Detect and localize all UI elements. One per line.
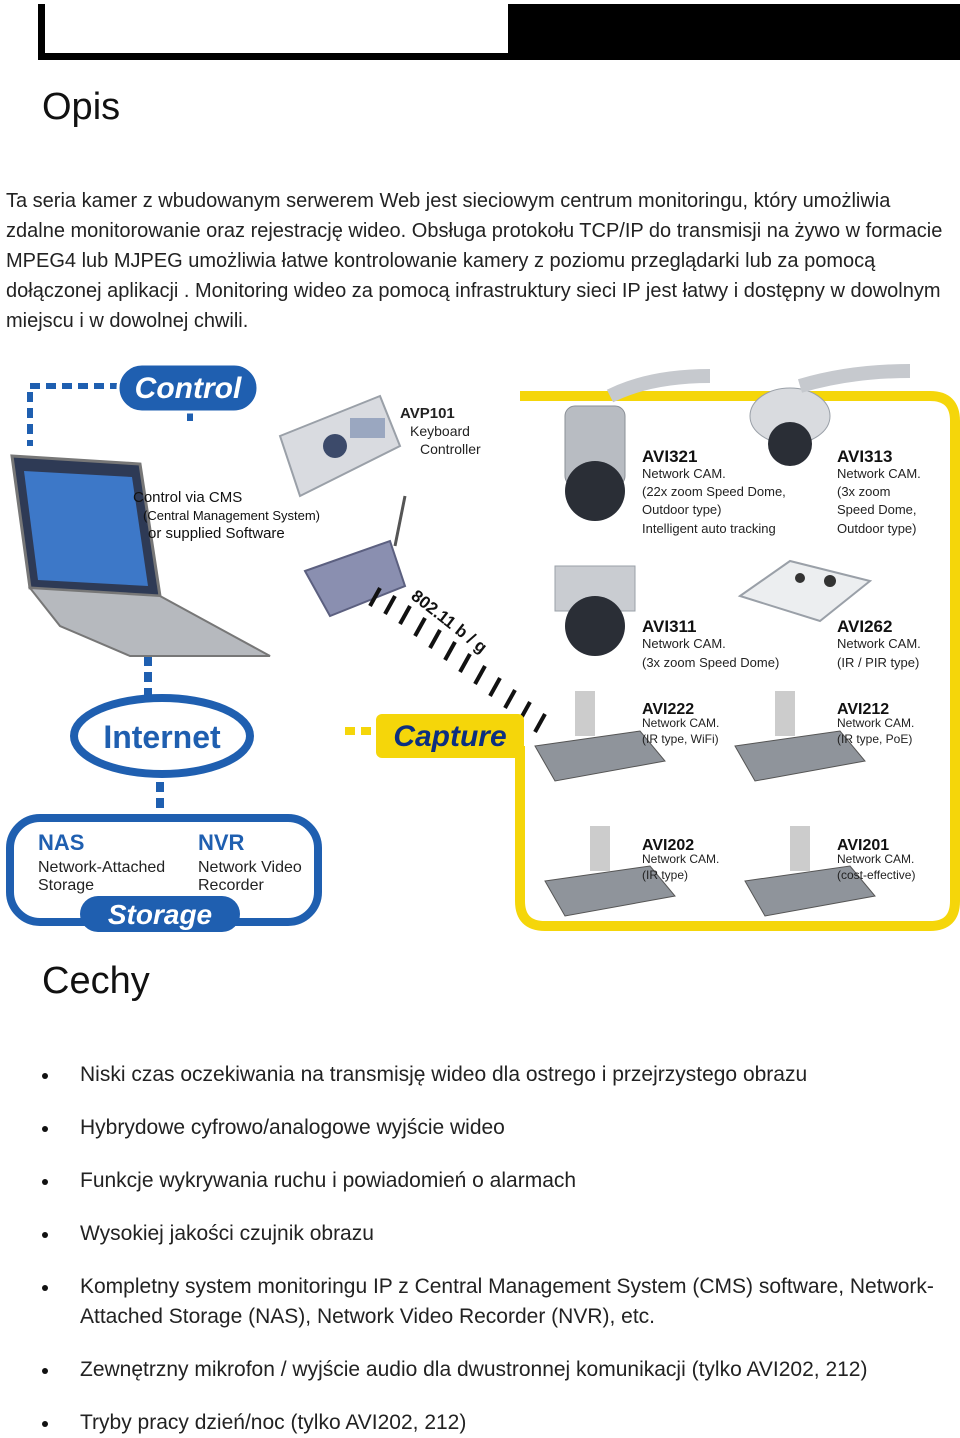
svg-text:AVI262: AVI262 bbox=[837, 617, 892, 636]
svg-text:Network CAM.: Network CAM. bbox=[642, 716, 719, 730]
svg-text:Intelligent auto tracking: Intelligent auto tracking bbox=[642, 521, 776, 536]
wifi-label: 802.11 b / g bbox=[408, 586, 491, 657]
camera-avi311-image bbox=[554, 565, 636, 656]
nas-line2: Storage bbox=[38, 877, 94, 894]
features-list: Niski czas oczekiwania na transmisję wid… bbox=[0, 1060, 960, 1438]
list-item: Hybrydowe cyfrowo/analogowe wyjście wide… bbox=[0, 1113, 960, 1143]
svg-text:Outdoor type): Outdoor type) bbox=[837, 521, 917, 536]
svg-text:AVI212: AVI212 bbox=[837, 701, 889, 718]
nvr-line2: Recorder bbox=[198, 877, 264, 894]
camera-label-avi311: AVI311 Network CAM. (3x zoom Speed Dome) bbox=[642, 617, 779, 670]
svg-text:AVI321: AVI321 bbox=[642, 447, 697, 466]
list-item: Niski czas oczekiwania na transmisję wid… bbox=[0, 1060, 960, 1090]
list-item: Tryby pracy dzień/noc (tylko AVI202, 212… bbox=[0, 1408, 960, 1438]
capture-frame bbox=[515, 391, 960, 931]
svg-text:Network CAM.: Network CAM. bbox=[837, 466, 921, 481]
svg-text:(cost-effective): (cost-effective) bbox=[837, 868, 915, 882]
router-image bbox=[303, 495, 407, 618]
svg-text:(IR type, PoE): (IR type, PoE) bbox=[837, 732, 912, 746]
internet-badge bbox=[70, 694, 254, 778]
camera-avi202-image bbox=[544, 826, 676, 917]
capture-label: Capture bbox=[393, 720, 506, 753]
svg-text:(3x zoom Speed Dome): (3x zoom Speed Dome) bbox=[642, 655, 779, 670]
bullet-icon bbox=[42, 1368, 48, 1374]
svg-text:AVI202: AVI202 bbox=[642, 837, 694, 854]
keyboard-line2: Controller bbox=[420, 441, 481, 457]
header-frame bbox=[38, 4, 508, 60]
svg-text:Speed Dome,: Speed Dome, bbox=[837, 502, 917, 517]
intro-paragraph: Ta seria kamer z wbudowanym serwerem Web… bbox=[6, 190, 943, 332]
capture-badge bbox=[376, 714, 524, 758]
svg-text:Outdoor type): Outdoor type) bbox=[642, 502, 722, 517]
svg-text:AVI313: AVI313 bbox=[837, 447, 892, 466]
section-title-cechy: Cechy bbox=[42, 960, 150, 1002]
laptop-image bbox=[10, 454, 271, 657]
svg-text:AVI222: AVI222 bbox=[642, 701, 694, 718]
control-badge bbox=[116, 362, 260, 414]
svg-text:Network CAM.: Network CAM. bbox=[837, 716, 914, 730]
svg-text:Network CAM.: Network CAM. bbox=[837, 852, 914, 866]
svg-text:Network CAM.: Network CAM. bbox=[837, 636, 921, 651]
storage-badge bbox=[80, 896, 240, 932]
header-black-bar bbox=[508, 4, 960, 60]
camera-label-avi262: AVI262 Network CAM. (IR / PIR type) bbox=[837, 617, 921, 670]
camera-avi212-image bbox=[734, 691, 866, 782]
camera-label-avi313: AVI313 Network CAM. (3x zoom Speed Dome,… bbox=[837, 447, 921, 536]
camera-label-avi222: AVI222 Network CAM. (IR type, WiFi) bbox=[642, 701, 719, 746]
cms-line1: Control via CMS bbox=[133, 489, 242, 506]
svg-text:(IR type, WiFi): (IR type, WiFi) bbox=[642, 732, 719, 746]
control-label: Control bbox=[135, 372, 242, 405]
camera-avi262-image bbox=[737, 559, 873, 623]
bullet-icon bbox=[42, 1126, 48, 1132]
list-item: Kompletny system monitoringu IP z Centra… bbox=[0, 1272, 960, 1332]
keyboard-line1: Keyboard bbox=[410, 423, 470, 439]
svg-text:Network CAM.: Network CAM. bbox=[642, 466, 726, 481]
camera-label-avi201: AVI201 Network CAM. (cost-effective) bbox=[837, 837, 915, 882]
bullet-icon bbox=[42, 1421, 48, 1427]
camera-avi313-image bbox=[749, 364, 911, 466]
camera-label-avi212: AVI212 Network CAM. (IR type, PoE) bbox=[837, 701, 914, 746]
cms-line3: or supplied Software bbox=[148, 525, 285, 542]
svg-text:(22x zoom Speed Dome,: (22x zoom Speed Dome, bbox=[642, 484, 786, 499]
svg-text:(IR / PIR type): (IR / PIR type) bbox=[837, 655, 919, 670]
camera-avi222-image bbox=[534, 691, 666, 782]
nvr-line1: Network Video bbox=[198, 859, 302, 876]
cms-line2: (Central Management System) bbox=[143, 508, 320, 523]
list-item: Wysokiej jakości czujnik obrazu bbox=[0, 1219, 960, 1249]
camera-avi321-image bbox=[564, 369, 711, 521]
bullet-icon bbox=[42, 1179, 48, 1185]
camera-avi201-image bbox=[744, 826, 876, 917]
bullet-icon bbox=[42, 1285, 48, 1291]
network-diagram: Control AVP101 Keyboard Controller Contr… bbox=[6, 362, 960, 932]
bullet-icon bbox=[42, 1232, 48, 1238]
nas-title: NAS bbox=[38, 830, 84, 855]
svg-text:(IR type): (IR type) bbox=[642, 868, 688, 882]
wifi-signal bbox=[368, 587, 547, 733]
internet-label: Internet bbox=[103, 719, 221, 755]
camera-label-avi202: AVI202 Network CAM. (IR type) bbox=[642, 837, 719, 882]
keyboard-controller-image bbox=[278, 394, 402, 498]
nas-line1: Network-Attached bbox=[38, 859, 165, 876]
camera-label-avi321: AVI321 Network CAM. (22x zoom Speed Dome… bbox=[642, 447, 786, 536]
list-item: Funkcje wykrywania ruchu i powiadomień o… bbox=[0, 1166, 960, 1196]
nvr-title: NVR bbox=[198, 830, 245, 855]
svg-text:AVI311: AVI311 bbox=[642, 617, 697, 636]
svg-text:AVI201: AVI201 bbox=[837, 837, 889, 854]
section-title-opis: Opis bbox=[42, 86, 121, 128]
storage-label: Storage bbox=[108, 899, 212, 930]
svg-text:(3x zoom: (3x zoom bbox=[837, 484, 890, 499]
svg-text:Network CAM.: Network CAM. bbox=[642, 852, 719, 866]
bullet-icon bbox=[42, 1073, 48, 1079]
list-item: Zewnętrzny mikrofon / wyjście audio dla … bbox=[0, 1355, 960, 1385]
svg-text:Network CAM.: Network CAM. bbox=[642, 636, 726, 651]
keyboard-model: AVP101 bbox=[400, 405, 455, 422]
